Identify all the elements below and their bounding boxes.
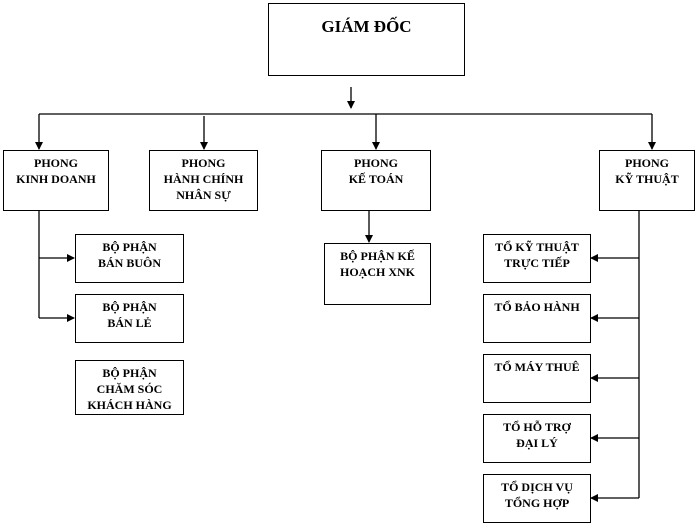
- unit-ban-le: BỘ PHẬN BÁN LẺ: [75, 294, 184, 343]
- unit-label: TỔ DỊCH VỤ: [501, 480, 573, 494]
- department-ky-thuat: PHONG KỸ THUẬT: [599, 150, 695, 211]
- unit-label: BỘ PHẬN: [102, 240, 157, 254]
- director-label: GIÁM ĐỐC: [321, 17, 412, 36]
- unit-label: TỔ BẢO HÀNH: [494, 300, 580, 314]
- unit-label: TỔ MÁY THUÊ: [494, 360, 580, 374]
- dept-label: PHONG: [181, 156, 226, 170]
- department-hanh-chinh-nhan-su: PHONG HÀNH CHÍNH NHÂN SỰ: [149, 150, 258, 211]
- unit-label: TỔ KỸ THUẬT: [495, 240, 579, 254]
- unit-to-may-thue: TỔ MÁY THUÊ: [483, 354, 591, 403]
- unit-label: BỘ PHẬN: [102, 300, 157, 314]
- unit-label: KHÁCH HÀNG: [87, 398, 172, 412]
- unit-label: CHĂM SÓC: [96, 382, 163, 396]
- dept-label: HÀNH CHÍNH: [163, 172, 244, 186]
- unit-cham-soc-khach-hang: BỘ PHẬN CHĂM SÓC KHÁCH HÀNG: [75, 360, 184, 415]
- unit-label: BỘ PHẬN KẾ: [340, 249, 415, 263]
- dept-label: KỸ THUẬT: [615, 172, 679, 186]
- unit-to-dich-vu-tong-hop: TỔ DỊCH VỤ TỔNG HỢP: [483, 474, 591, 523]
- unit-ke-hoach-xnk: BỘ PHẬN KẾ HOẠCH XNK: [324, 243, 431, 305]
- director-box: GIÁM ĐỐC: [268, 3, 465, 76]
- unit-label: TỔ HỖ TRỢ: [503, 420, 571, 434]
- dept-label: PHONG: [625, 156, 669, 170]
- unit-label: BÁN BUÔN: [97, 256, 161, 270]
- unit-label: HOẠCH XNK: [340, 265, 415, 279]
- unit-label: TỔNG HỢP: [504, 496, 570, 510]
- unit-label: ĐẠI LÝ: [516, 436, 558, 450]
- dept-label: KẾ TOÁN: [348, 172, 404, 186]
- unit-label: BỘ PHẬN: [102, 366, 157, 380]
- dept-label: PHONG: [34, 156, 78, 170]
- dept-label: PHONG: [354, 156, 398, 170]
- dept-label: KINH DOANH: [16, 172, 96, 186]
- unit-ban-buon: BỘ PHẬN BÁN BUÔN: [75, 234, 184, 283]
- unit-to-ky-thuat-truc-tiep: TỔ KỸ THUẬT TRỰC TIẾP: [483, 234, 591, 283]
- dept-label: NHÂN SỰ: [176, 188, 231, 202]
- department-kinh-doanh: PHONG KINH DOANH: [3, 150, 109, 211]
- department-ke-toan: PHONG KẾ TOÁN: [321, 150, 431, 211]
- unit-label: BÁN LẺ: [107, 316, 152, 330]
- unit-to-ho-tro-dai-ly: TỔ HỖ TRỢ ĐẠI LÝ: [483, 414, 591, 463]
- unit-label: TRỰC TIẾP: [504, 256, 570, 270]
- unit-to-bao-hanh: TỔ BẢO HÀNH: [483, 294, 591, 343]
